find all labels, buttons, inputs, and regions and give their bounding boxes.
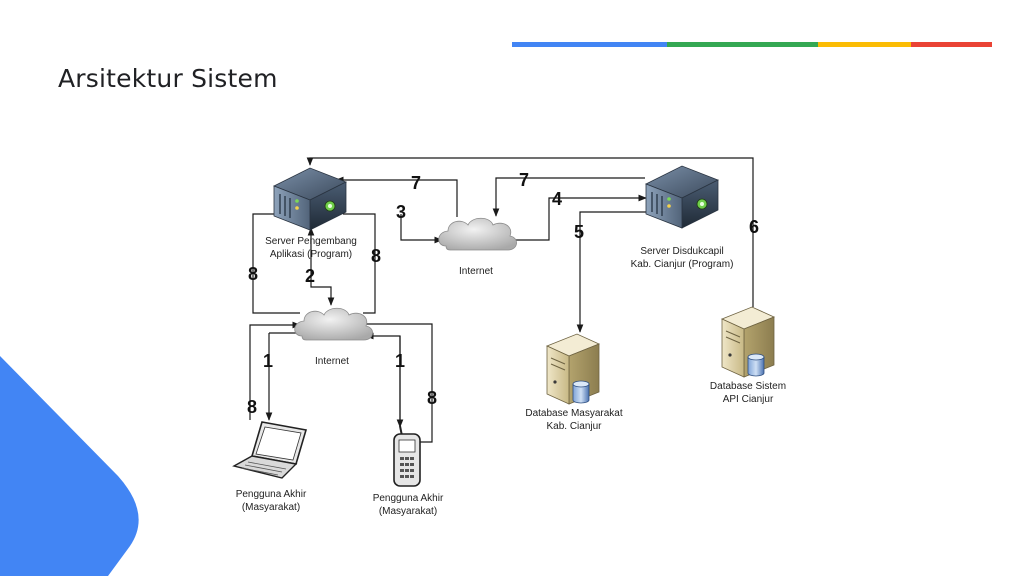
cloud-icon — [294, 307, 373, 341]
accent-bar-yellow — [818, 42, 911, 47]
step-3: 3 — [396, 202, 406, 222]
laptop-user-label-line1: Pengguna Akhir — [236, 489, 307, 500]
step-6: 6 — [749, 217, 759, 237]
db-masyarakat-label-line1: Database Masyarakat — [525, 408, 622, 419]
server-icon — [273, 167, 347, 231]
db-masyarakat-label-line2: Kab. Cianjur — [546, 421, 602, 432]
laptop-user-label-line2: (Masyarakat) — [242, 502, 300, 513]
corner-decoration — [0, 356, 139, 576]
server-dev-label-line2: Aplikasi (Program) — [270, 249, 352, 260]
step-2: 2 — [305, 266, 315, 286]
database-server-icon — [546, 333, 600, 405]
internet-top-label: Internet — [459, 266, 493, 277]
step-8-phone: 8 — [427, 388, 437, 408]
server-icon — [645, 165, 719, 229]
laptop-icon — [232, 421, 308, 479]
step-1-laptop: 1 — [263, 351, 273, 371]
db-api-label-line1: Database Sistem — [710, 381, 786, 392]
database-server-icon — [721, 306, 775, 378]
accent-bar-green — [667, 42, 818, 47]
phone-user-label-line2: (Masyarakat) — [379, 506, 437, 517]
internet-bottom-label: Internet — [315, 356, 349, 367]
step-8-dev-right: 8 — [371, 246, 381, 266]
mobile-phone-icon — [393, 425, 421, 487]
accent-bar-red — [911, 42, 992, 47]
slide-title: Arsitektur Sistem — [58, 64, 278, 93]
server-disduk-label-line2: Kab. Cianjur (Program) — [631, 259, 734, 270]
step-7-return-disduk: 7 — [519, 170, 529, 190]
step-7-return-dev: 7 — [411, 173, 421, 193]
step-8-laptop: 8 — [247, 397, 257, 417]
cloud-icon — [438, 217, 517, 251]
server-dev-label-line1: Server Pengembang — [265, 236, 357, 247]
step-5: 5 — [574, 222, 584, 242]
connectors — [249, 157, 754, 443]
phone-user-label-line1: Pengguna Akhir — [373, 493, 444, 504]
db-api-label-line2: API Cianjur — [723, 394, 774, 405]
step-1-phone: 1 — [395, 351, 405, 371]
server-disduk-label-line1: Server Disdukcapil — [640, 246, 723, 257]
step-8-dev-left: 8 — [248, 264, 258, 284]
step-4: 4 — [552, 189, 562, 209]
accent-bar-blue — [512, 42, 667, 47]
